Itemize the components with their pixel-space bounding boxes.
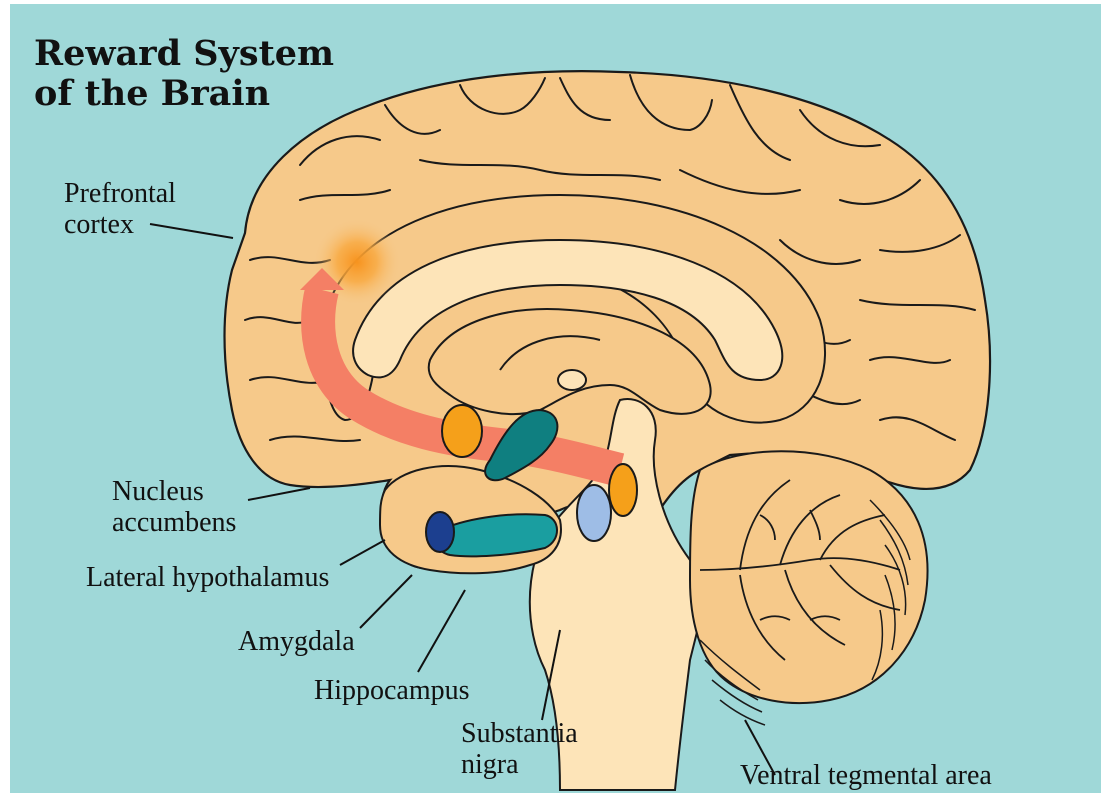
label-nucleus-line-1: Nucleus [112,476,236,507]
label-substantia-line-1: Substantia [461,718,578,749]
label-substantia-nigra: Substantia nigra [461,718,578,781]
intermediate-mass [558,370,586,390]
label-prefrontal-line-2: cortex [64,209,176,240]
diagram-title-line-1: Reward System [34,36,334,71]
cerebellum [690,451,928,703]
amygdala-region [426,512,454,552]
label-amygdala: Amygdala [238,626,355,657]
label-prefrontal-line-1: Prefrontal [64,178,176,209]
label-substantia-line-2: nigra [461,749,578,780]
label-ventral-tegmental-area: Ventral tegmental area [740,760,992,791]
diagram-title-line-2: of the Brain [34,76,270,111]
label-lateral-hypothalamus: Lateral hypothalamus [86,562,329,593]
label-prefrontal-cortex: Prefrontal cortex [64,178,176,241]
label-nucleus-accumbens: Nucleus accumbens [112,476,236,539]
leader-nucleus-accumbens [248,488,310,500]
label-nucleus-line-2: accumbens [112,507,236,538]
ventral-tegmental-area-region [609,464,637,516]
substantia-nigra-region [577,485,611,541]
nucleus-accumbens-region [442,405,482,457]
leader-lateral-hypothalamus [340,540,385,565]
leader-amygdala [360,575,412,628]
label-hippocampus: Hippocampus [314,675,470,706]
leader-hippocampus [418,590,465,672]
